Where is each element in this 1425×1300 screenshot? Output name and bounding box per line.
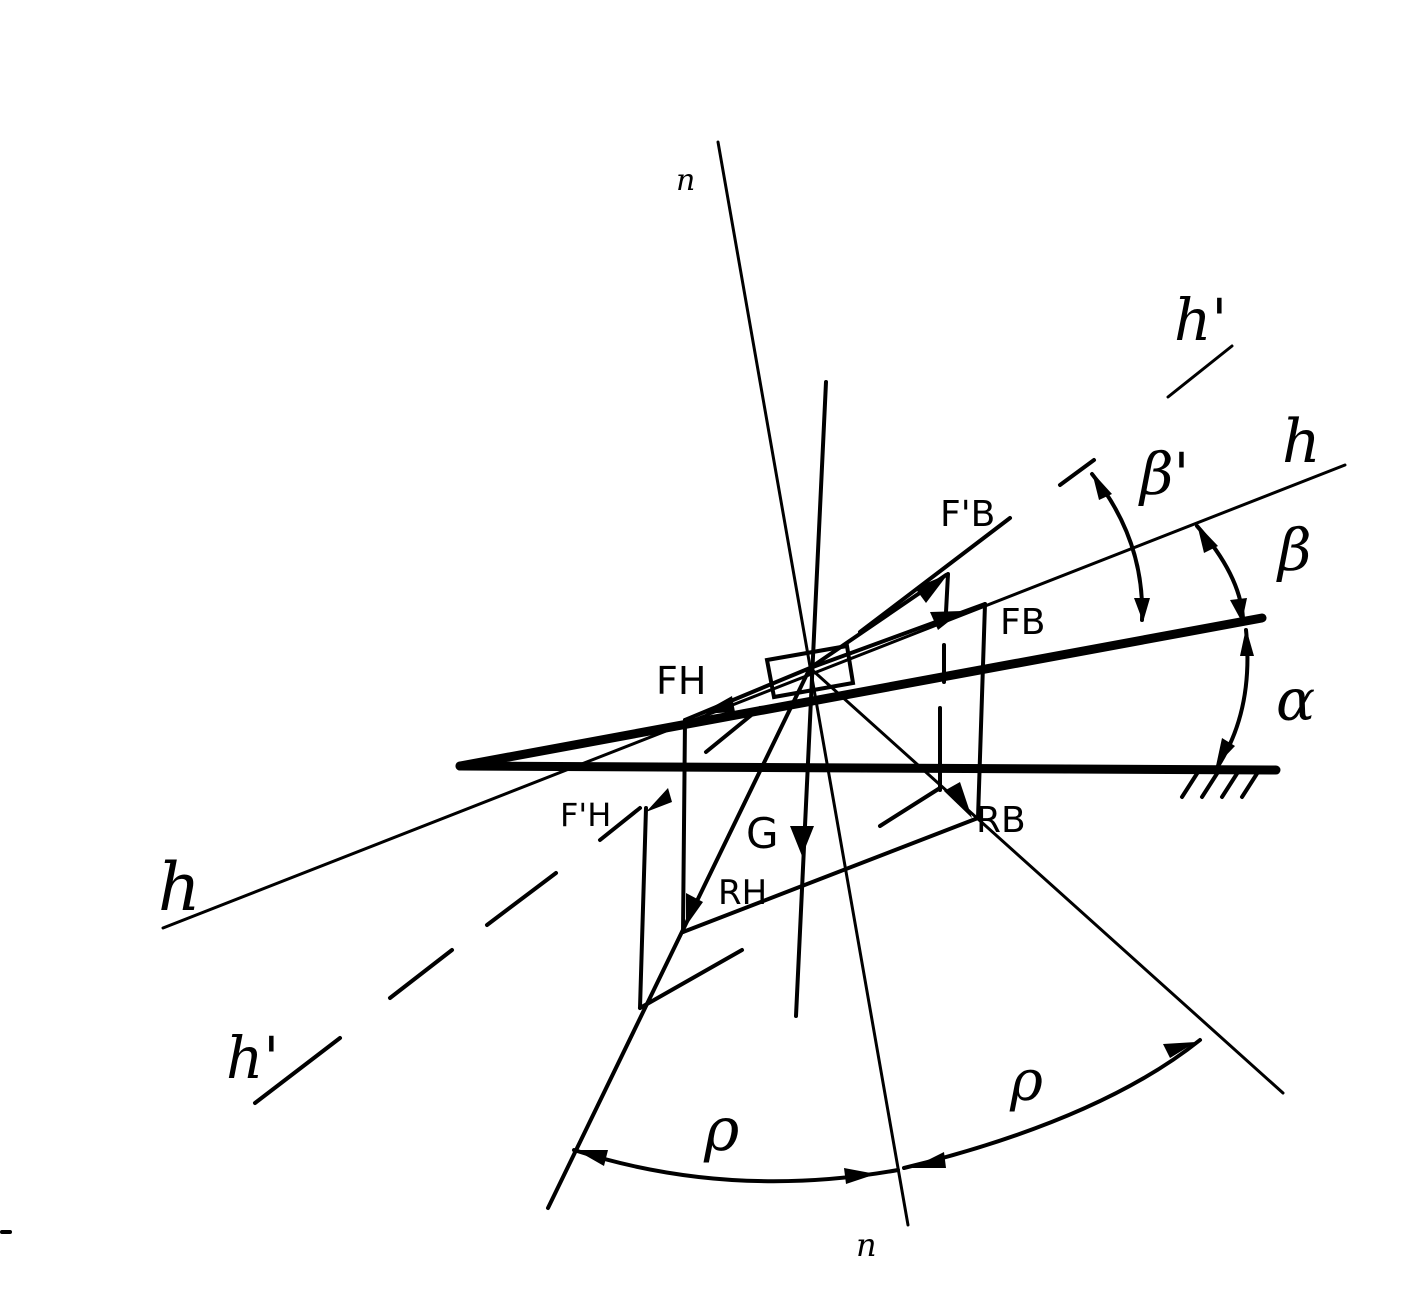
label-beta: β [1276, 516, 1312, 584]
ground-line [455, 761, 1281, 775]
force-FB-arrowhead [930, 611, 962, 630]
angle-beta-prime-arrow-top [1092, 472, 1112, 500]
force-RB-arrowhead [944, 782, 972, 818]
angle-rho-right-arc [902, 1038, 1202, 1170]
line-h-prime-bottom-dash-2 [388, 948, 454, 1000]
line-h-prime-top [1166, 344, 1234, 399]
force-RH-arrowhead [686, 893, 703, 926]
force-FH-arrowhead [700, 696, 735, 714]
projection-vertical-FB-short [944, 572, 950, 614]
angle-beta-prime-arrow-bottom [1134, 598, 1150, 622]
label-h-left: h [158, 849, 201, 926]
beta-prime-marker [1058, 458, 1096, 487]
force-FB-prime-arrowhead [915, 574, 948, 603]
force-polygon-line-2 [638, 948, 744, 1010]
label-F-B: FB [1000, 602, 1045, 643]
force-FH-prime-arrowhead [646, 788, 672, 812]
label-h-right: h [1282, 407, 1321, 477]
force-FB-line [808, 602, 987, 670]
angle-rho-right-arrow-left [912, 1152, 946, 1168]
angle-rho-left-arrow-left [576, 1150, 608, 1166]
label-h-prime-bottom: h' [226, 1024, 279, 1092]
label-h-prime-top: h' [1174, 286, 1227, 354]
force-polygon-line-1 [681, 816, 980, 934]
label-F-B-prime: F'B [940, 494, 995, 535]
line-h-prime-bottom-dash-6 [858, 516, 1012, 634]
reaction-line-RB [808, 666, 1285, 1095]
angle-beta-arrow-top [1197, 524, 1218, 553]
line-h-h [161, 463, 1347, 930]
force-G-arrowhead [790, 826, 814, 856]
projection-vertical-FB [976, 602, 987, 820]
label-n-top: n [676, 163, 695, 198]
angle-beta-arrow-bottom [1230, 598, 1247, 622]
line-h-prime-bottom-dash-1 [253, 1036, 342, 1105]
label-R-B: RB [976, 800, 1026, 841]
label-rho-left: ρ [703, 1095, 739, 1165]
ground-hatching [1180, 770, 1260, 799]
label-beta-prime: β' [1138, 440, 1189, 508]
label-F-H-prime: F'H [560, 796, 611, 834]
label-n-bottom: n [856, 1226, 877, 1264]
label-G: G [746, 809, 779, 858]
label-alpha: α [1276, 666, 1315, 734]
angle-rho-left-arrow-right [844, 1168, 876, 1184]
label-R-H: RH [718, 873, 767, 913]
angle-rho-right-arrow-right [1163, 1042, 1196, 1058]
projection-vertical-FH-prime [638, 806, 648, 1010]
angle-alpha-arrow-bottom [1216, 738, 1235, 766]
force-polygon-line-3 [878, 786, 942, 828]
label-rho-right: ρ [1009, 1049, 1043, 1114]
line-h-prime-bottom-dash-4 [598, 806, 642, 842]
label-F-H: FH [656, 659, 706, 703]
inclined-plane [455, 613, 1267, 771]
angle-alpha-arrow-top [1240, 628, 1254, 656]
line-h-prime-bottom-dash-3 [485, 871, 558, 927]
reaction-line-RH [546, 666, 812, 1210]
projection-vertical-FH [681, 718, 687, 934]
